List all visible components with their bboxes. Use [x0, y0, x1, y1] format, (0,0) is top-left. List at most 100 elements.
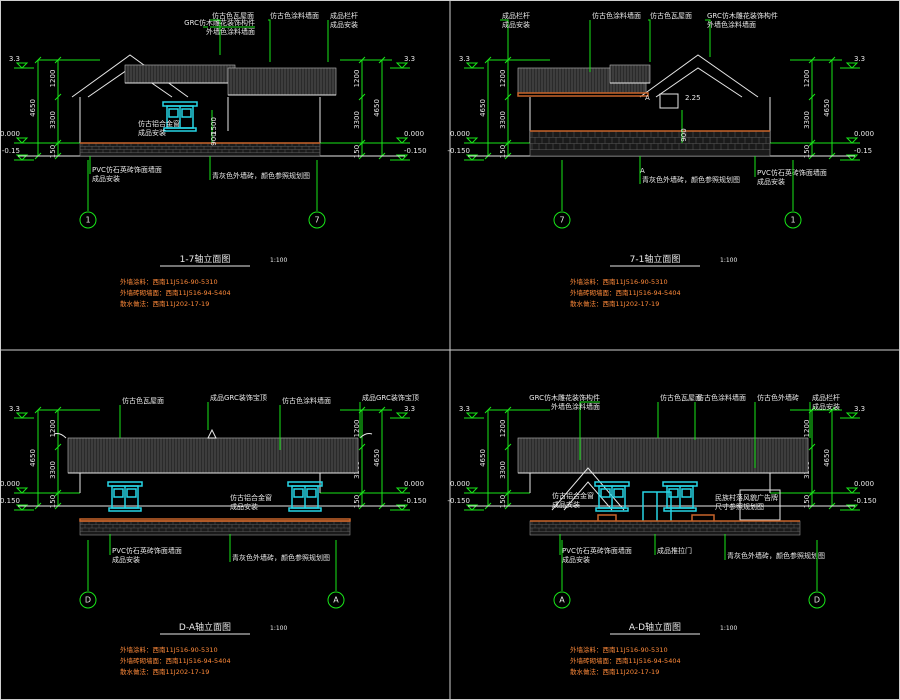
level-right-zero-triangle: [395, 487, 409, 494]
level-right-zero-label: 0.000: [404, 480, 424, 488]
callout-paint-text-0: 仿古色涂料墙面: [282, 396, 331, 405]
dim-right-d2: 150: [803, 145, 811, 158]
level-left-top-label: 3.3: [459, 55, 470, 63]
window-right: [287, 481, 323, 512]
spec-note-2: 散水做法：西南11J202-17-19: [120, 299, 209, 308]
window-main-pane-b: [181, 108, 192, 118]
window-left-sill: [108, 507, 142, 512]
dim-left-d1: 3300: [49, 461, 57, 479]
callout-paint-text-0: 仿古色涂料墙面: [697, 393, 746, 402]
level-left-bottom-triangle: [465, 154, 479, 161]
axis-right-circle: [808, 591, 826, 609]
window-left-pane-b: [126, 488, 137, 498]
window-right-pane-a: [668, 488, 679, 498]
dim-right-d2: 150: [803, 495, 811, 508]
callout-tile-text-0: 仿古色瓦屋面: [650, 11, 692, 20]
callout-ornament-a-text-0: 成品GRC装饰宝顶: [210, 393, 267, 402]
dim-right-d0: 1200: [803, 420, 811, 438]
callout-grc-text-1: 外墙色涂料墙面: [551, 402, 600, 411]
window-right-sill: [288, 507, 322, 512]
elevation-panel-elev-1-7: 1200330015046501200330015046503.30.000-0…: [0, 11, 427, 308]
level-left-zero-triangle: [465, 137, 479, 144]
axis-left-circle: [79, 211, 97, 229]
marker-elev: 2.25: [685, 94, 701, 102]
dim-left-d1: 3300: [49, 111, 57, 129]
level-left-top-triangle: [15, 412, 29, 419]
window-right-sill: [663, 507, 697, 512]
callout-rail-text-1: 成品安装: [812, 402, 840, 411]
axis-left-label: 7: [559, 216, 564, 225]
callout-tile-leader: [648, 19, 651, 62]
spec-note-1: 外墙砖砌墙面：西南11J516-94-5404: [570, 656, 681, 665]
level-left-zero-label: 0.000: [450, 480, 470, 488]
callout-grc-leader: [705, 19, 711, 57]
dim-left-d1: 3300: [499, 461, 507, 479]
spec-note-2: 散水做法：西南11J202-17-19: [570, 667, 659, 676]
axis-right-circle: [308, 211, 326, 229]
window-label-1: 成品安装: [230, 502, 258, 511]
level-right-zero-triangle: [395, 137, 409, 144]
level-right-top-triangle: [845, 412, 859, 419]
window-main: [162, 101, 198, 132]
dim-left-tick-1: [54, 443, 62, 451]
drawing-title: 7-1轴立面图: [630, 253, 681, 265]
window-left-sill: [595, 507, 629, 512]
callout-paint-leader: [268, 19, 271, 62]
callout-grc-text-1: 外墙色涂料墙面: [206, 27, 255, 36]
callout-tile-leader: [210, 19, 221, 55]
drawing-title: A-D轴立面图: [629, 621, 681, 633]
dim-right-d1: 3300: [353, 111, 361, 129]
plinth-band: [79, 518, 351, 522]
window-left-pane-b: [613, 488, 624, 498]
axis-left-circle: [553, 211, 571, 229]
level-left-top-triangle: [465, 62, 479, 69]
callout-paint-text-0: 仿古色涂料墙面: [270, 11, 319, 20]
dim-right-d3: 4650: [373, 99, 381, 117]
window-right-pane-a: [293, 488, 304, 498]
level-right-bottom-triangle: [845, 504, 859, 511]
dim-right-tick-1: [808, 443, 816, 451]
level-left-top-label: 3.3: [459, 405, 470, 413]
spec-note-0: 外墙涂料：西南11J516-90-5310: [570, 645, 668, 654]
callout-brick-top-text-0: 仿古色外墙砖: [757, 393, 799, 402]
level-left-bottom-triangle: [15, 504, 29, 511]
window-main-pane-a: [168, 108, 179, 118]
window-right-pane-b: [681, 488, 692, 498]
spec-note-0: 外墙涂料：西南11J516-90-5310: [120, 277, 218, 286]
level-right-top-label: 3.3: [404, 55, 415, 63]
axis-right-circle: [784, 211, 802, 229]
level-right-zero-label: 0.000: [404, 130, 424, 138]
level-left-zero-triangle: [465, 487, 479, 494]
drawing-title: D-A轴立面图: [179, 621, 231, 633]
dim-right-tick-1: [358, 443, 366, 451]
axis-left-label: A: [559, 596, 565, 605]
dim-right-tick-1: [808, 93, 816, 101]
axis-left-label: D: [85, 596, 91, 605]
level-right-bottom-label: -0.150: [854, 497, 877, 505]
window-right: [662, 481, 698, 512]
dim-left-d0: 1200: [499, 420, 507, 438]
callout-grc-text-0: GRC仿木雕花装饰构件: [707, 11, 778, 20]
callout-grc-leader: [579, 401, 600, 460]
level-right-zero-label: 0.000: [854, 480, 874, 488]
window-label-0: 仿古铝合金窗: [230, 493, 272, 502]
callout-grc-text-1: 外墙色涂料墙面: [707, 20, 756, 29]
window-right-pane-b: [306, 488, 317, 498]
callout-pvc-text-0: PVC仿石英砖饰面墙面: [757, 168, 827, 177]
dim-right-d3: 4650: [823, 99, 831, 117]
level-right-top-label: 3.3: [404, 405, 415, 413]
axis-left-circle: [79, 591, 97, 609]
axis-left-circle: [553, 591, 571, 609]
callout-brick-text-0: 青灰色外墙砖，颜色参照规划图: [642, 175, 740, 184]
dim-right-d3: 4650: [823, 449, 831, 467]
dim-right-d2: 150: [353, 495, 361, 508]
dim-right-d0: 1200: [353, 70, 361, 88]
drawing-scale: 1:100: [270, 257, 287, 264]
axis-right-label: A: [333, 596, 339, 605]
callout-pvc-text-1: 成品安装: [112, 555, 140, 564]
drawing-scale: 1:100: [720, 257, 737, 264]
window-left: [107, 481, 143, 512]
window-label-0: 仿古铝合金窗: [552, 491, 594, 500]
callout-brick-text-0: 青灰色外墙砖，颜色参照规划图: [232, 553, 330, 562]
